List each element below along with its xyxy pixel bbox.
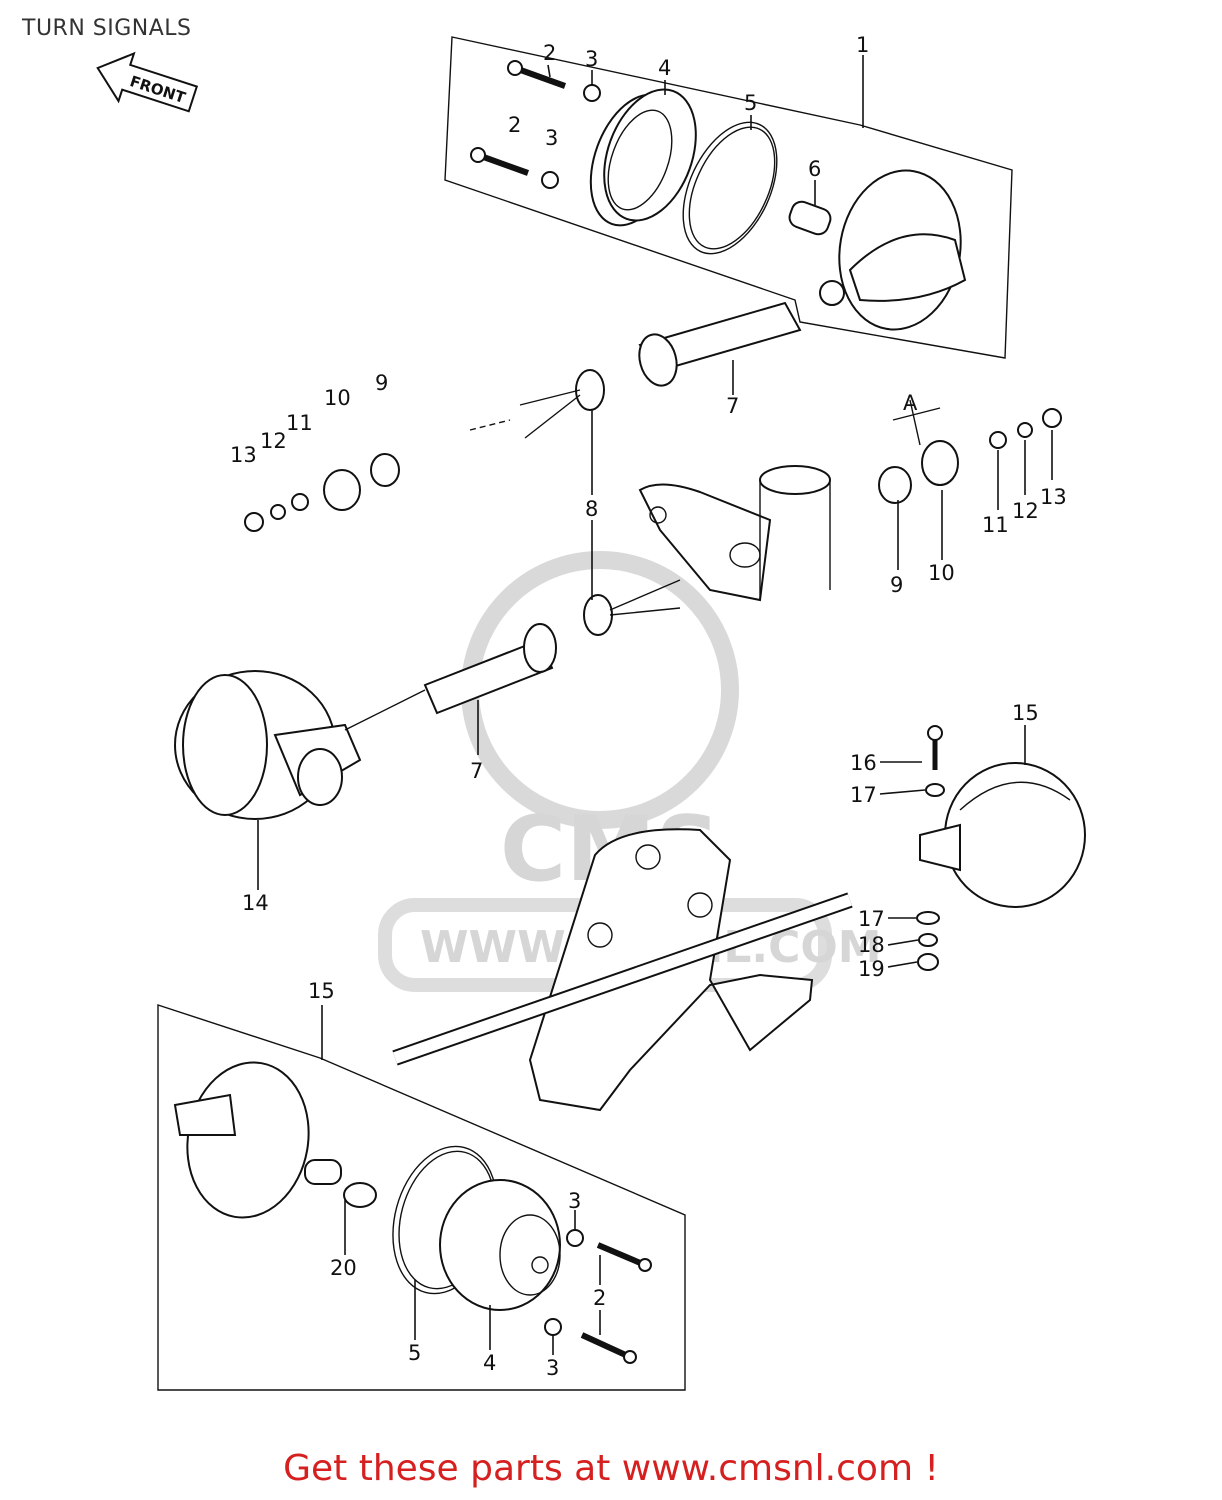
callout-13a: 13	[230, 443, 257, 467]
callout-7b: 7	[470, 759, 483, 783]
callout-13b: 13	[1040, 485, 1067, 509]
callout-17b: 17	[858, 907, 885, 931]
callout-9b: 9	[890, 573, 903, 597]
assembly-1-boundary	[444, 36, 1013, 359]
callout-7a: 7	[726, 394, 739, 418]
right-lamp-hardware	[916, 725, 945, 971]
callout-6: 6	[808, 157, 821, 181]
promo-link[interactable]: Get these parts at www.cmsnl.com !	[283, 1448, 939, 1489]
top-bolt-lower	[470, 147, 530, 176]
mid-stalk-part	[423, 579, 681, 715]
front-direction-arrow: FRONT	[96, 51, 199, 113]
bottom-housing-part	[173, 1061, 310, 1219]
callout-19: 19	[858, 957, 885, 981]
callout-12a: 12	[260, 429, 287, 453]
callout-3d: 3	[546, 1356, 559, 1380]
callout-9a: 9	[375, 371, 388, 395]
callout-15b: 15	[308, 979, 335, 1003]
callout-15a: 15	[1012, 701, 1039, 725]
top-housing-part	[819, 169, 967, 331]
callout-17a: 17	[850, 783, 877, 807]
callout-16: 16	[850, 751, 877, 775]
callout-8: 8	[585, 497, 598, 521]
exploded-parts-diagram: CMS WWW.CMSNL.COM FRONT	[96, 33, 1086, 1391]
assembly-15-boundary	[157, 1004, 686, 1391]
callout-11b: 11	[982, 513, 1009, 537]
callout-14: 14	[242, 891, 269, 915]
callout-4b: 4	[483, 1351, 496, 1375]
page-title: TURN SIGNALS	[22, 16, 192, 41]
top-gasket-part	[682, 121, 778, 255]
top-bulb-part	[788, 200, 832, 236]
callout-2b: 2	[508, 113, 521, 137]
callout-2c: 2	[593, 1286, 606, 1310]
top-bolt-upper	[507, 60, 567, 89]
callout-3c: 3	[568, 1189, 581, 1213]
top-nut-lower	[541, 171, 559, 189]
top-front-lens-part	[589, 88, 697, 227]
bottom-bolt-lower	[580, 1332, 637, 1364]
callout-18: 18	[858, 933, 885, 957]
callout-4a: 4	[658, 56, 671, 80]
bottom-nut-upper	[566, 1229, 584, 1247]
left-lamp-part	[174, 670, 426, 820]
callout-11a: 11	[286, 411, 313, 435]
callout-3a: 3	[585, 47, 598, 71]
callout-3b: 3	[545, 126, 558, 150]
top-stalk-part	[469, 301, 802, 439]
right-lamp-part	[919, 762, 1086, 908]
mounting-bracket-part	[638, 465, 831, 602]
callout-2a: 2	[543, 41, 556, 65]
bottom-bolt-upper	[596, 1242, 652, 1272]
left-hardware-group	[244, 453, 400, 532]
bottom-nut-lower	[544, 1318, 562, 1336]
lower-bracket-part	[392, 828, 853, 1112]
callout-1: 1	[856, 33, 869, 57]
arrow-a-label: A	[903, 391, 918, 415]
callout-20: 20	[330, 1256, 357, 1280]
callout-5a: 5	[744, 91, 757, 115]
callout-labels: 1 2 3 2 3 4 5 6 7 8 9 10 11 12 13 A 9 10…	[230, 33, 1067, 1380]
callout-12b: 12	[1012, 499, 1039, 523]
callout-5b: 5	[408, 1341, 421, 1365]
bottom-front-lens-part	[439, 1179, 561, 1311]
bottom-bulb-part	[304, 1159, 377, 1208]
right-hardware-group	[878, 399, 1062, 504]
leader-lines	[257, 55, 1053, 1355]
top-nut-upper	[583, 84, 601, 102]
callout-10b: 10	[928, 561, 955, 585]
callout-10a: 10	[324, 386, 351, 410]
